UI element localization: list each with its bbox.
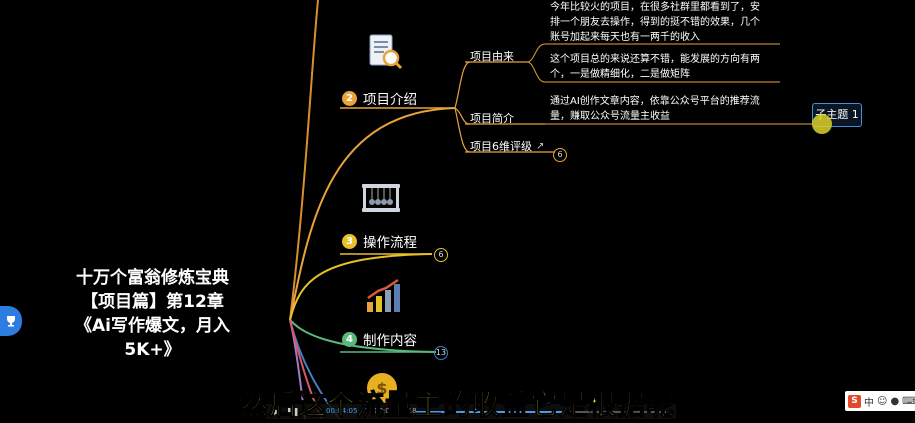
external-link-icon[interactable]: ↗ — [536, 140, 545, 152]
note-line: 通过AI创作文章内容，依靠公众号平台的推荐流 — [550, 96, 760, 107]
root-title-line: 十万个富翁修炼宝典 — [76, 268, 229, 288]
progress-track[interactable] — [416, 411, 666, 413]
root-topic[interactable]: 十万个富翁修炼宝典 【项目篇】第12章 《Ai写作爆文，月入 5K+》 — [40, 266, 265, 362]
trophy-button[interactable] — [0, 306, 22, 336]
note-line: 量，赚取公众号流量主收益 — [550, 111, 670, 122]
branch-content[interactable]: 4 制作内容 — [342, 329, 417, 349]
document-search-icon — [364, 32, 404, 72]
branch-number-badge: 3 — [342, 233, 357, 249]
note-line: 这个项目总的来说还算不错，能发展的方向有两 — [550, 54, 760, 65]
play-icon[interactable]: ▶ — [274, 407, 281, 416]
collapsed-count-badge[interactable]: 13 — [434, 346, 448, 360]
note-intro[interactable]: 通过AI创作文章内容，依靠公众号平台的推荐流 量，赚取公众号流量主收益 — [550, 94, 760, 124]
video-subtitle: 然后这个流量主的收益它是根据呢 — [239, 388, 675, 422]
branch-label: 操作流程 — [363, 235, 417, 251]
ime-toolbar[interactable]: S 中 ☺ ● ⌨ — [845, 391, 915, 411]
progress-fill — [416, 411, 566, 413]
trophy-icon — [7, 316, 15, 327]
note-origin-1[interactable]: 今年比较火的项目，在很多社群里都看到了，安 排一个朋友去操作，得到的挺不错的效果… — [550, 0, 760, 45]
note-line: 个，一是做精细化，二是做矩阵 — [550, 69, 690, 80]
root-title-line: 5K+》 — [124, 340, 181, 360]
root-title-line: 《Ai写作爆文，月入 — [75, 316, 230, 336]
collapsed-count-badge[interactable]: 6 — [434, 248, 448, 262]
subtopic-label: 项目6维评级 — [470, 140, 532, 153]
branch-label: 项目介绍 — [363, 92, 417, 108]
total-time: 00:06:46.18 — [374, 407, 417, 415]
note-line: 排一个朋友去操作，得到的挺不错的效果，几个 — [550, 17, 760, 28]
keyboard-icon[interactable]: ⌨ — [902, 395, 915, 407]
emoji-icon[interactable]: ☺ — [877, 395, 888, 407]
svg-text:$: $ — [376, 379, 387, 398]
pause-icon[interactable]: ❚❚ — [286, 407, 300, 416]
collapsed-count-badge[interactable]: 6 — [553, 148, 567, 162]
subtopic-intro[interactable]: 项目简介 — [470, 112, 514, 125]
subtopic-rating[interactable]: 项目6维评级 ↗ — [470, 138, 544, 154]
microphone-icon[interactable]: ● — [890, 395, 900, 407]
subtopic-origin[interactable]: 项目由来 — [470, 50, 514, 63]
branch-project-intro[interactable]: 2 项目介绍 — [342, 88, 417, 108]
ime-logo[interactable]: S — [848, 394, 861, 408]
branch-number-badge: 4 — [342, 331, 357, 347]
root-title-line: 【项目篇】第12章 — [81, 292, 224, 312]
note-line: 账号加起来每天也有一两千的收入 — [550, 32, 700, 43]
video-player-bar[interactable]: ▶ ❚❚ 00:04:05.01 00:06:46.18 — [266, 404, 676, 419]
branch-number-badge: 2 — [342, 90, 357, 106]
ime-language[interactable]: 中 — [864, 397, 874, 409]
current-time: 00:04:05.01 — [326, 407, 369, 415]
coin-icon: $ — [366, 372, 398, 404]
branch-label: 制作内容 — [363, 333, 417, 349]
note-line: 今年比较火的项目，在很多社群里都看到了，安 — [550, 2, 760, 13]
branch-process[interactable]: 3 操作流程 — [342, 231, 417, 251]
note-origin-2[interactable]: 这个项目总的来说还算不错，能发展的方向有两 个，一是做精细化，二是做矩阵 — [550, 52, 760, 82]
mouse-cursor-highlight — [812, 114, 832, 134]
bar-chart-growth-icon — [364, 278, 402, 314]
newtons-cradle-icon — [360, 182, 402, 214]
